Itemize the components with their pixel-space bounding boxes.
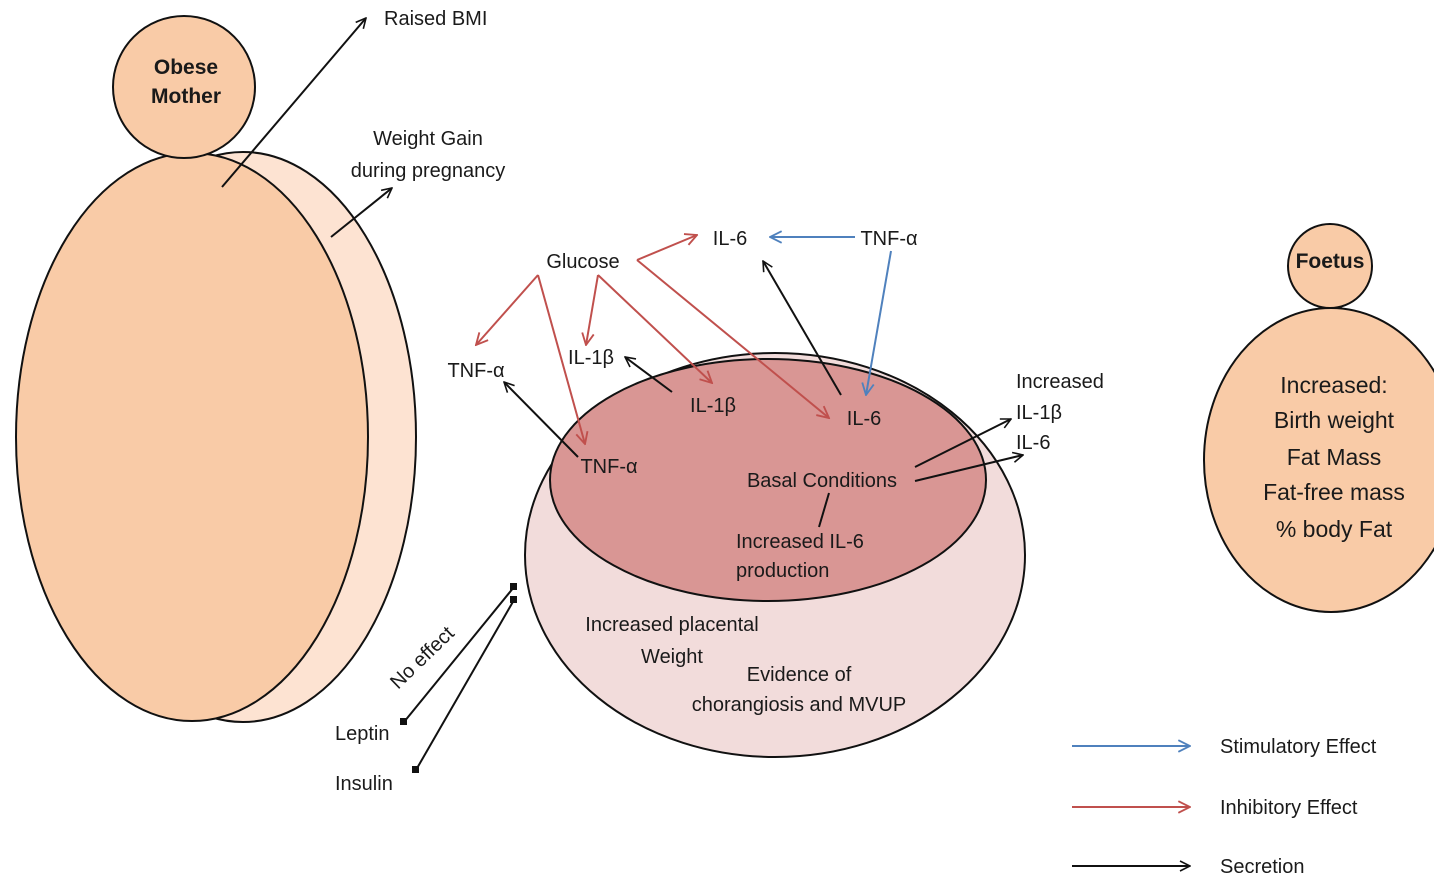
weight-gain-arrow <box>330 188 392 238</box>
increased-il1b-label: IL-1β <box>1016 402 1062 424</box>
glucose-to-tnf-inner <box>537 274 585 444</box>
basal-to-il6-production <box>818 492 830 528</box>
insulin-label: Insulin <box>335 773 393 795</box>
secretion-arrows <box>400 261 1023 773</box>
tnf-inner-to-tnf-left <box>504 382 579 458</box>
foetus-head-label: Foetus <box>1296 250 1365 273</box>
glucose-to-il1b-inner <box>597 274 712 383</box>
stimulatory-arrows <box>770 237 892 395</box>
glucose-to-tnf-left <box>476 274 539 345</box>
leptin-target-dot <box>510 583 517 590</box>
il6-top-label: IL-6 <box>713 228 747 250</box>
center-labels: Glucose IL-6 TNF-α TNF-α IL-1β IL-1β IL-… <box>335 228 1104 795</box>
glucose-label: Glucose <box>546 251 619 273</box>
il6-production-label-2: production <box>736 560 829 582</box>
raised-bmi-label: Raised BMI <box>384 8 487 30</box>
inhibitory-arrows <box>476 235 829 444</box>
mother-head-label-1: Obese <box>154 56 218 79</box>
mother-head <box>112 15 256 159</box>
foetus-line-1: Increased: <box>1280 372 1387 398</box>
il6-inner-to-il6-top <box>763 261 842 396</box>
glucose-to-il6-inner <box>636 259 829 418</box>
tnf-to-il6-inner <box>866 250 892 395</box>
insulin-line <box>415 599 515 771</box>
tnf-inner-label: TNF-α <box>580 456 637 478</box>
glucose-to-il1b-left <box>586 274 599 345</box>
il6-inner-label: IL-6 <box>847 408 881 430</box>
legend-stimulatory-label: Stimulatory Effect <box>1220 736 1377 758</box>
insulin-target-dot <box>510 596 517 603</box>
evidence-label-1: Evidence of <box>747 664 852 686</box>
leptin-label: Leptin <box>335 723 390 745</box>
foetus-line-4: Fat-free mass <box>1263 479 1405 505</box>
foetus-line-3: Fat Mass <box>1287 444 1382 470</box>
il6-production-label-1: Increased IL-6 <box>736 531 864 553</box>
legend-inhibitory-label: Inhibitory Effect <box>1220 797 1358 819</box>
mother-head-label-2: Mother <box>151 85 221 108</box>
foetus-line-2: Birth weight <box>1274 407 1395 433</box>
il1b-inner-to-il1b-left <box>625 357 673 393</box>
basal-to-increased-il6 <box>914 455 1023 482</box>
weight-gain-label-2: during pregnancy <box>351 160 506 182</box>
increased-il6-label: IL-6 <box>1016 432 1050 454</box>
basal-to-increased-il1b <box>914 418 1011 468</box>
foetus-figure: Foetus Increased: Birth weight Fat Mass … <box>1203 223 1434 613</box>
foetus-line-5: % body Fat <box>1276 516 1393 542</box>
weight-gain-label-1: Weight Gain <box>373 128 483 150</box>
increased-label: Increased <box>1016 371 1104 393</box>
tnf-left-label: TNF-α <box>447 360 504 382</box>
placenta-figure <box>524 352 1026 758</box>
placental-weight-label-1: Increased placental <box>585 614 758 636</box>
mother-body <box>15 152 369 722</box>
mother-figure: Obese Mother Raised BMI Weight Gain duri… <box>15 8 506 723</box>
il1b-left-label: IL-1β <box>568 347 614 369</box>
raised-bmi-arrow <box>221 18 366 188</box>
glucose-to-il6-top <box>636 235 697 261</box>
legend-secretion-label: Secretion <box>1220 856 1305 877</box>
tnf-top-label: TNF-α <box>860 228 917 250</box>
basal-conditions-label: Basal Conditions <box>747 470 897 492</box>
foetus-head <box>1287 223 1373 309</box>
insulin-end-dot <box>412 766 419 773</box>
evidence-label-2: chorangiosis and MVUP <box>692 694 907 716</box>
legend: Stimulatory Effect Inhibitory Effect Sec… <box>1072 736 1377 877</box>
il1b-inner-label: IL-1β <box>690 395 736 417</box>
placenta-inner <box>549 358 987 602</box>
leptin-line <box>403 586 515 723</box>
no-effect-label: No effect <box>386 622 459 693</box>
leptin-end-dot <box>400 718 407 725</box>
placental-weight-label-2: Weight <box>641 646 703 668</box>
